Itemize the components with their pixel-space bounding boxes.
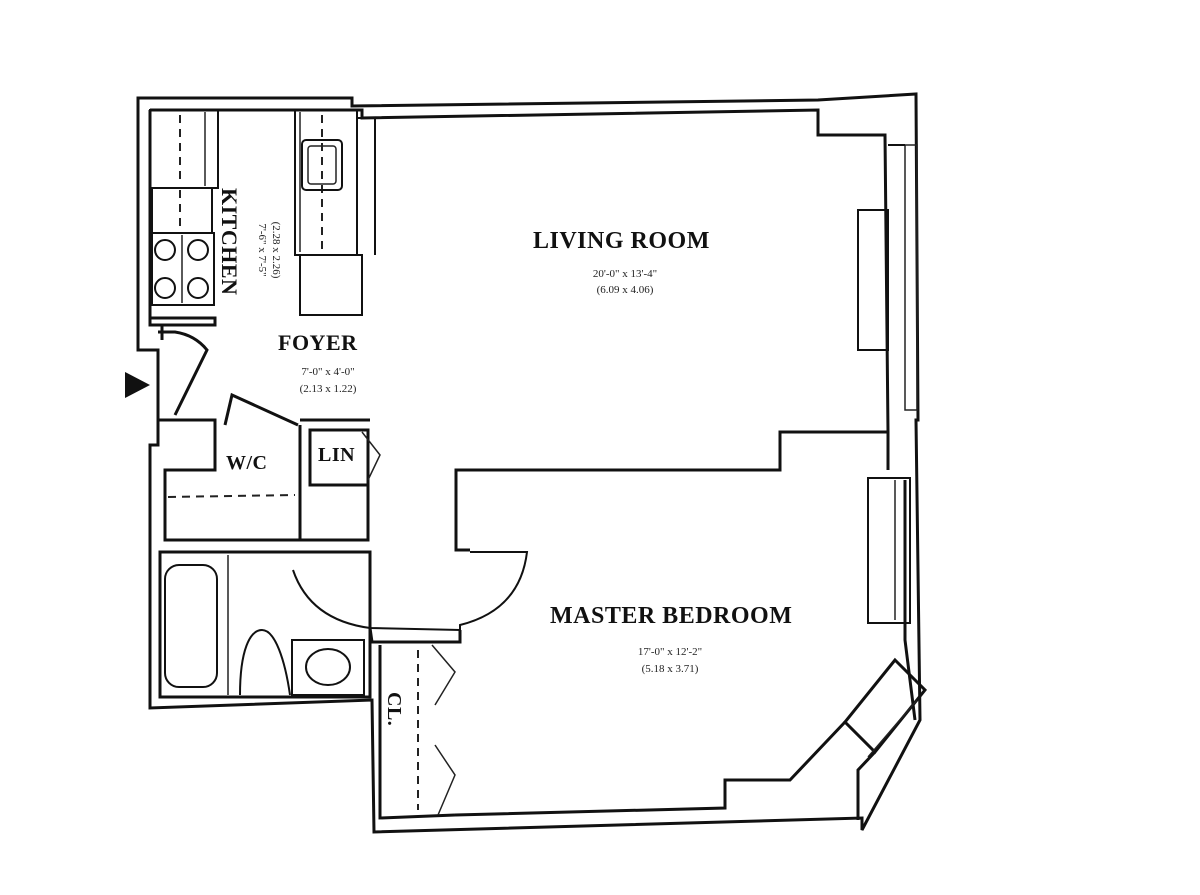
kitchen-fixtures (149, 109, 376, 327)
living-room-dims-metric: (6.09 x 4.06) (596, 284, 654, 296)
wc-closet (167, 392, 299, 498)
master-bedroom-dims-imperial: 17'-0" x 12'-2" (637, 646, 703, 658)
bedroom-windows (454, 477, 928, 820)
living-room-windows (857, 144, 918, 411)
exterior-walls (136, 92, 922, 834)
bedroom-closet (378, 644, 456, 820)
master-bedroom-label: MASTER BEDROOM (550, 603, 793, 629)
living-room-dims-imperial: 20'-0" x 13'-4" (592, 268, 658, 280)
foyer-dims-imperial: 7'-0" x 4'-0" (301, 366, 355, 378)
living-room-label: LIVING ROOM (533, 228, 710, 254)
master-bedroom-dims-metric: (5.18 x 3.71) (641, 663, 699, 675)
foyer-label: FOYER (278, 330, 358, 355)
foyer-dims-metric: (2.13 x 1.22) (299, 383, 357, 395)
entry-arrow-icon (125, 372, 150, 398)
kitchen-label: KITCHEN (217, 188, 242, 296)
kitchen-dims-metric: (2.28 x 2.26) (270, 221, 282, 279)
kitchen-dims-imperial: 7'-6" x 7'-5" (256, 223, 268, 277)
wc-label: W/C (226, 452, 268, 474)
linen-closet (300, 418, 381, 542)
closet-label: CL. (383, 692, 405, 727)
linen-label: LIN (318, 444, 356, 466)
bedroom-door (292, 551, 529, 644)
bathroom-fixtures (158, 550, 372, 699)
